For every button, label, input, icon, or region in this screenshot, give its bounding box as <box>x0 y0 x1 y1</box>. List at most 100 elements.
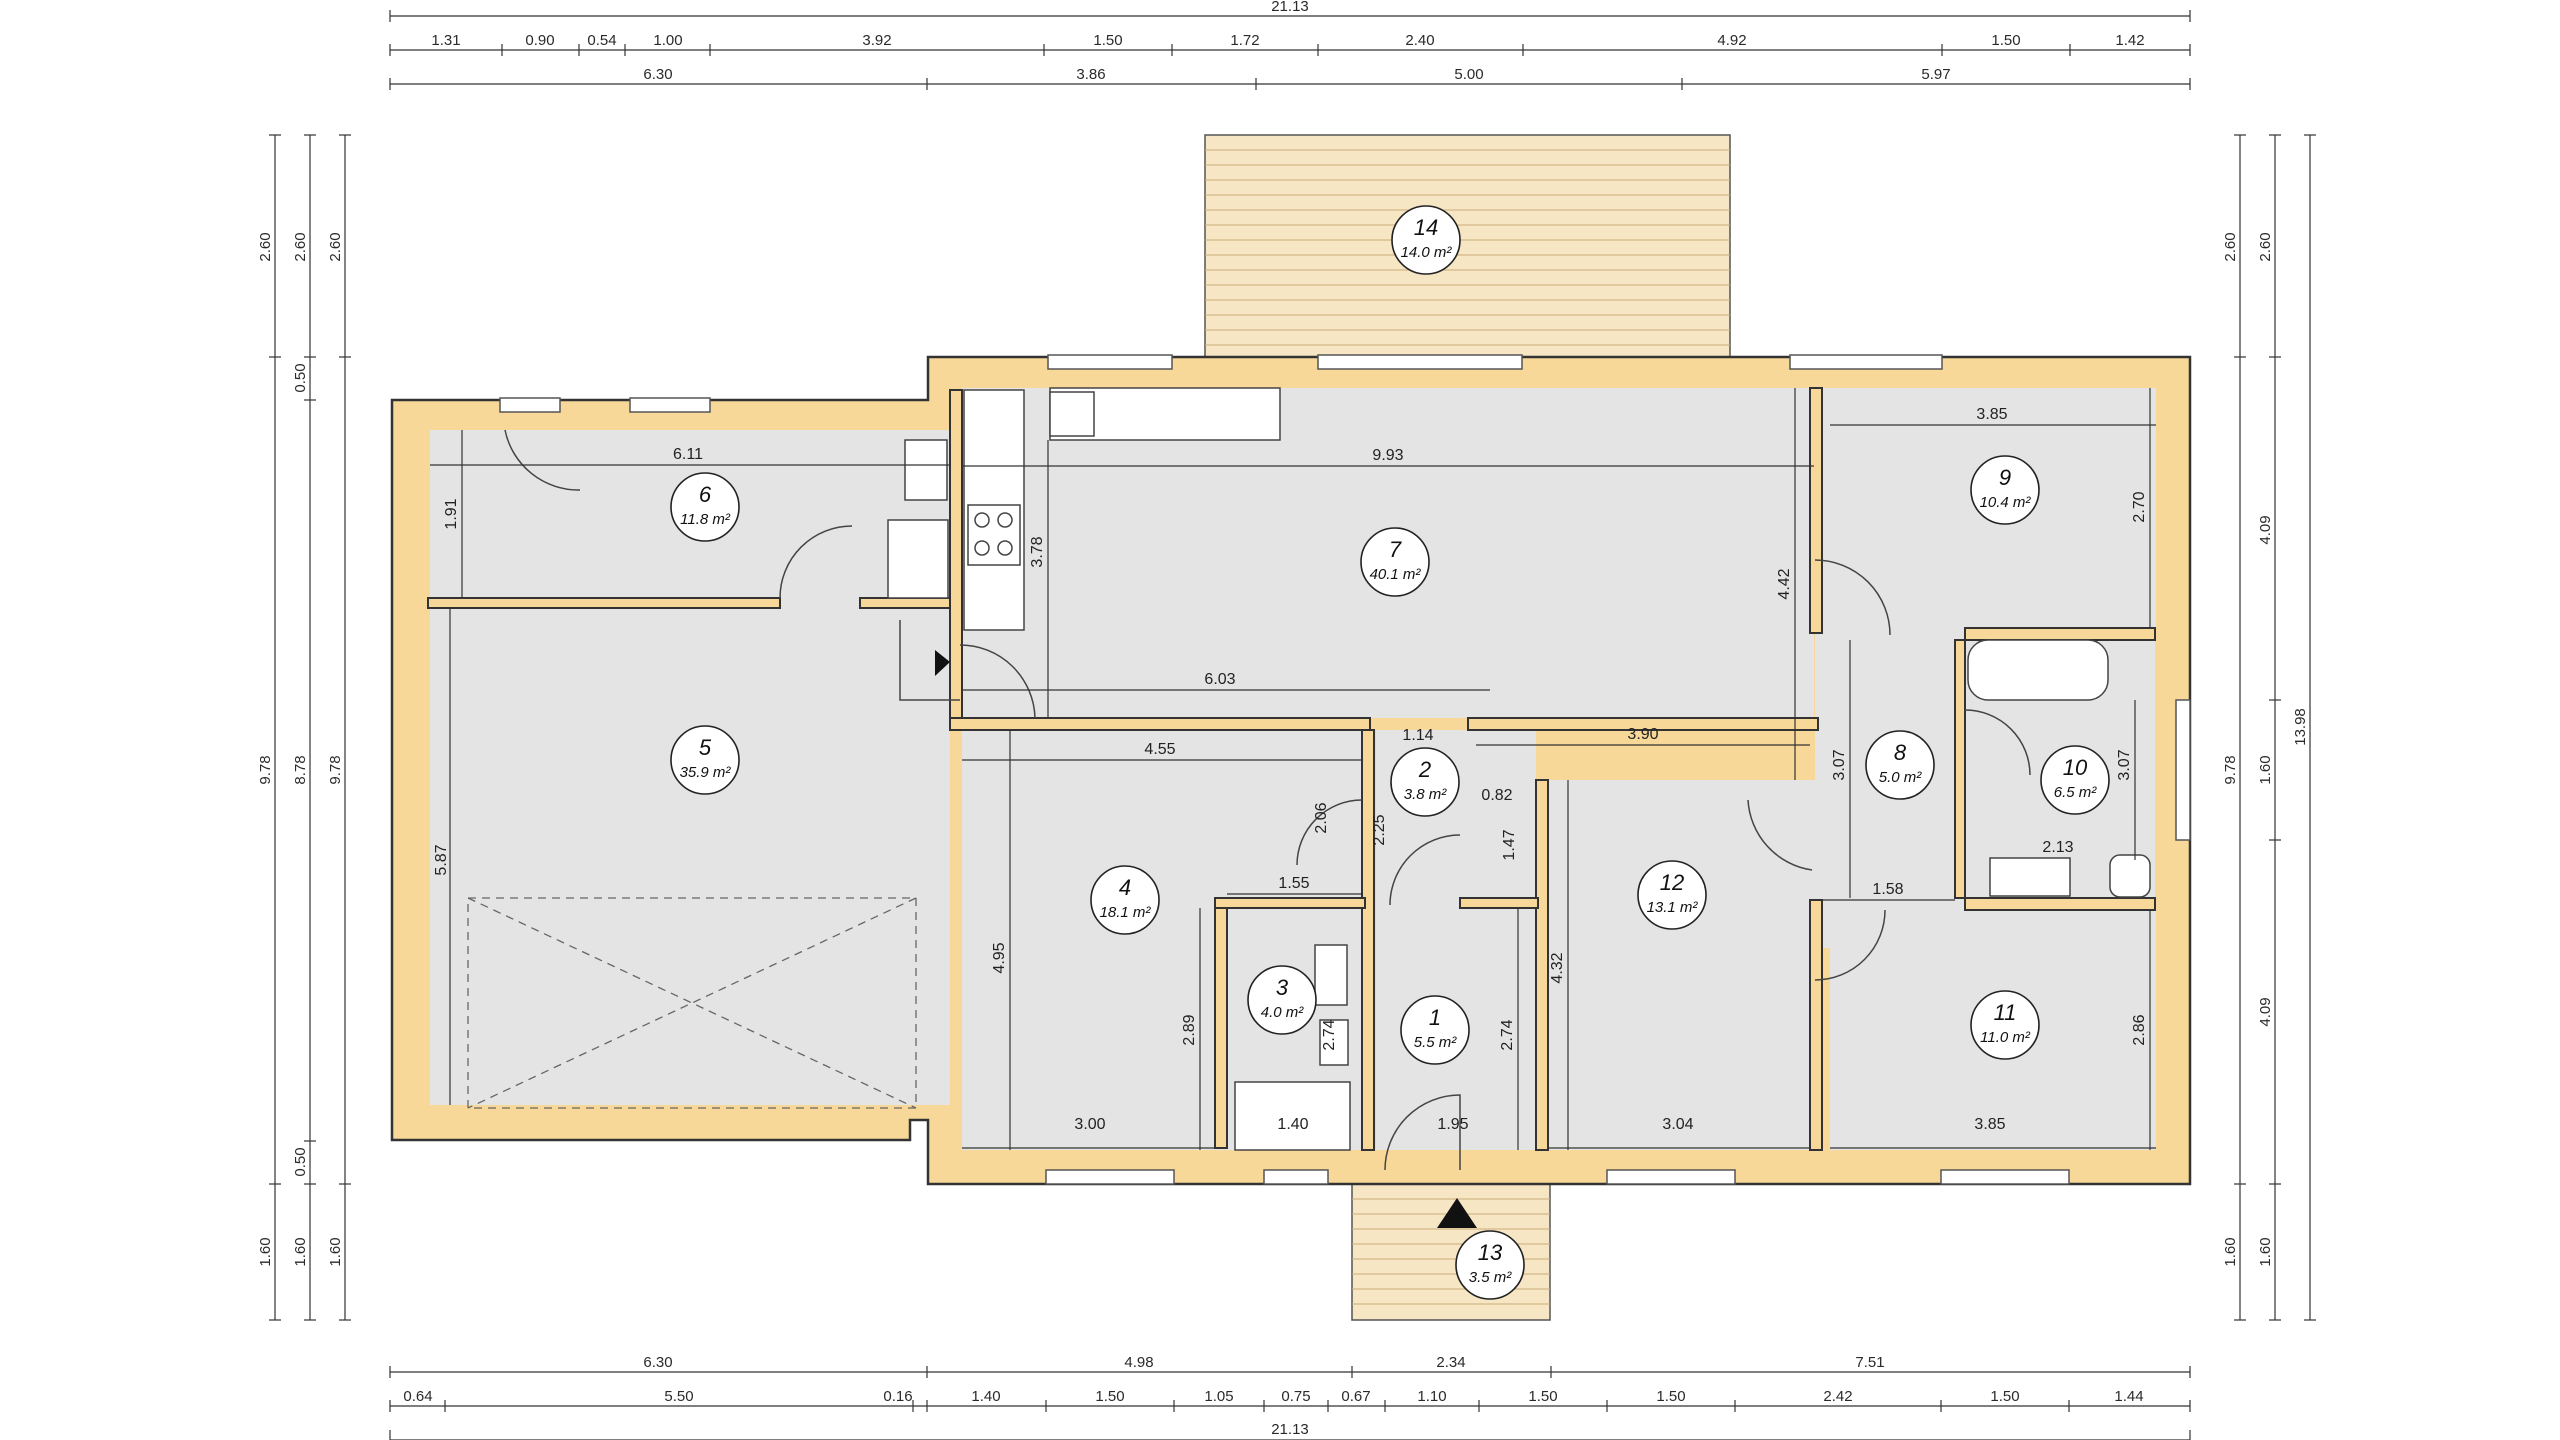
dim-bot-4: 7.51 <box>1855 1354 1884 1371</box>
inner-dim-10: 2.25 <box>1371 814 1388 845</box>
dim-left2-4: 0.50 <box>292 1147 309 1176</box>
inner-dim-15: 4.95 <box>991 942 1008 973</box>
room-label-11: 11 11.0 m² <box>1970 990 2040 1060</box>
dim-top-11: 1.42 <box>2115 32 2144 49</box>
room-label-3: 3 4.0 m² <box>1247 965 1317 1035</box>
fixtures <box>887 387 2151 1151</box>
dim-left2-1: 2.60 <box>292 232 309 261</box>
svg-text:11: 11 <box>1994 1000 2017 1025</box>
dim-top-6: 1.50 <box>1093 32 1122 49</box>
room-label-14: 14 14.0 m² <box>1391 205 1461 275</box>
inner-dim-7: 3.90 <box>1627 726 1658 743</box>
dim-bot2-6: 1.05 <box>1204 1388 1233 1405</box>
inner-dim-28: 3.07 <box>2116 749 2133 780</box>
svg-text:10: 10 <box>2063 755 2088 780</box>
room-label-4: 4 18.1 m² <box>1090 865 1160 935</box>
svg-text:2: 2 <box>1418 757 1431 782</box>
dim-right1-1: 2.60 <box>2222 232 2239 261</box>
room-label-8: 8 5.0 m² <box>1865 730 1935 800</box>
dim-top-9: 4.92 <box>1717 32 1746 49</box>
inner-dim-4: 3.78 <box>1029 536 1046 567</box>
dim-bot2-4: 1.40 <box>971 1388 1000 1405</box>
dim-bot2-2: 5.50 <box>664 1388 693 1405</box>
inner-dim-20: 3.00 <box>1074 1116 1105 1133</box>
dim-bot2-14: 1.44 <box>2114 1388 2143 1405</box>
dim-bot-2: 4.98 <box>1124 1354 1153 1371</box>
dim-top-7: 1.72 <box>1230 32 1259 49</box>
inner-dim-5: 4.42 <box>1776 568 1793 599</box>
dim-left3-3: 1.60 <box>327 1237 344 1266</box>
inner-dim-30: 2.13 <box>2042 839 2073 856</box>
dim-left2-5: 1.60 <box>292 1237 309 1266</box>
svg-text:12: 12 <box>1660 870 1684 895</box>
svg-text:35.9 m²: 35.9 m² <box>680 764 732 781</box>
svg-text:6.5 m²: 6.5 m² <box>2054 784 2098 801</box>
inner-dim-21: 1.40 <box>1277 1116 1308 1133</box>
inner-dim-13: 4.55 <box>1144 741 1175 758</box>
room-labels: 1 5.5 m² 2 3.8 m² 3 4.0 m² 4 18.1 m² 5 3… <box>670 205 2110 1300</box>
inner-dim-9: 0.82 <box>1481 787 1512 804</box>
stair-arrow-icon <box>935 650 950 676</box>
bottom-dimension-chains: 6.30 4.98 2.34 7.51 0.64 5.50 0.16 1.40 … <box>389 1354 2191 1440</box>
dim-top2-2: 3.86 <box>1076 66 1105 83</box>
dim-top-4: 1.00 <box>653 32 682 49</box>
dim-right1-3: 1.60 <box>2222 1237 2239 1266</box>
svg-text:5.0 m²: 5.0 m² <box>1879 769 1923 786</box>
svg-text:5.5 m²: 5.5 m² <box>1414 1034 1458 1051</box>
dim-bot2-13: 1.50 <box>1990 1388 2019 1405</box>
dim-right2-2: 4.09 <box>2257 515 2274 544</box>
svg-text:40.1 m²: 40.1 m² <box>1370 566 1422 583</box>
dim-left3-2: 9.78 <box>327 755 344 784</box>
wc-basin-icon <box>1314 944 1348 1006</box>
svg-text:13: 13 <box>1478 1240 1503 1265</box>
dim-left2-2: 0.50 <box>292 363 309 392</box>
dim-bot2-10: 1.50 <box>1528 1388 1557 1405</box>
dim-bot-1: 6.30 <box>643 1354 672 1371</box>
dim-left1-1: 2.60 <box>257 232 274 261</box>
dim-bot2-3: 0.16 <box>883 1388 912 1405</box>
inner-dim-16: 2.89 <box>1181 1014 1198 1045</box>
svg-text:8: 8 <box>1894 740 1907 765</box>
inner-dim-27: 3.07 <box>1831 749 1848 780</box>
svg-text:6: 6 <box>699 482 712 507</box>
inner-dim-22: 1.95 <box>1437 1116 1468 1133</box>
svg-text:3: 3 <box>1276 975 1289 1000</box>
dim-right1-2: 9.78 <box>2222 755 2239 784</box>
shower-tray-icon <box>1234 1081 1351 1151</box>
dim-bot2-8: 0.67 <box>1341 1388 1370 1405</box>
room-label-12: 12 13.1 m² <box>1637 860 1707 930</box>
room-label-7: 7 40.1 m² <box>1360 527 1430 597</box>
inner-dim-32: 3.85 <box>1974 1116 2005 1133</box>
windows <box>499 354 2191 1185</box>
inner-dim-2: 1.91 <box>443 498 460 529</box>
dim-top-1: 1.31 <box>431 32 460 49</box>
dim-left1-3: 1.60 <box>257 1237 274 1266</box>
room-label-5: 5 35.9 m² <box>670 725 740 795</box>
garage-door-marking <box>467 897 917 1109</box>
terrace-14 <box>1204 134 1731 358</box>
inner-dim-19: 5.87 <box>433 844 450 875</box>
dim-left1-2: 9.78 <box>257 755 274 784</box>
left-dimension-chains: 2.60 9.78 1.60 2.60 0.50 8.78 0.50 1.60 … <box>257 134 351 1321</box>
dim-bot2-11: 1.50 <box>1656 1388 1685 1405</box>
inner-dim-18: 2.74 <box>1499 1019 1516 1050</box>
room-label-6: 6 11.8 m² <box>670 472 740 542</box>
inner-dim-17: 2.74 <box>1321 1019 1338 1050</box>
doors <box>504 429 2031 1171</box>
inner-dim-26: 2.70 <box>2131 491 2148 522</box>
svg-text:3.8 m²: 3.8 m² <box>1404 786 1448 803</box>
room-label-13: 13 3.5 m² <box>1455 1230 1525 1300</box>
inner-dim-23: 3.04 <box>1662 1116 1693 1133</box>
dim-top-2: 0.90 <box>525 32 554 49</box>
inner-dim-24: 4.32 <box>1549 952 1566 983</box>
dim-left3-1: 2.60 <box>327 232 344 261</box>
inner-dimensions: 6.11 1.91 9.93 3.78 4.42 6.03 3.90 1.14 … <box>430 388 2156 1150</box>
dim-right2-4: 4.09 <box>2257 997 2274 1026</box>
inner-dim-11: 1.47 <box>1501 829 1518 860</box>
bath-toilet-icon <box>2109 854 2151 898</box>
entrance-arrow-icon <box>1437 1198 1477 1228</box>
inner-dim-31: 2.86 <box>2131 1014 2148 1045</box>
svg-text:1: 1 <box>1429 1005 1441 1030</box>
dim-bot2-5: 1.50 <box>1095 1388 1124 1405</box>
